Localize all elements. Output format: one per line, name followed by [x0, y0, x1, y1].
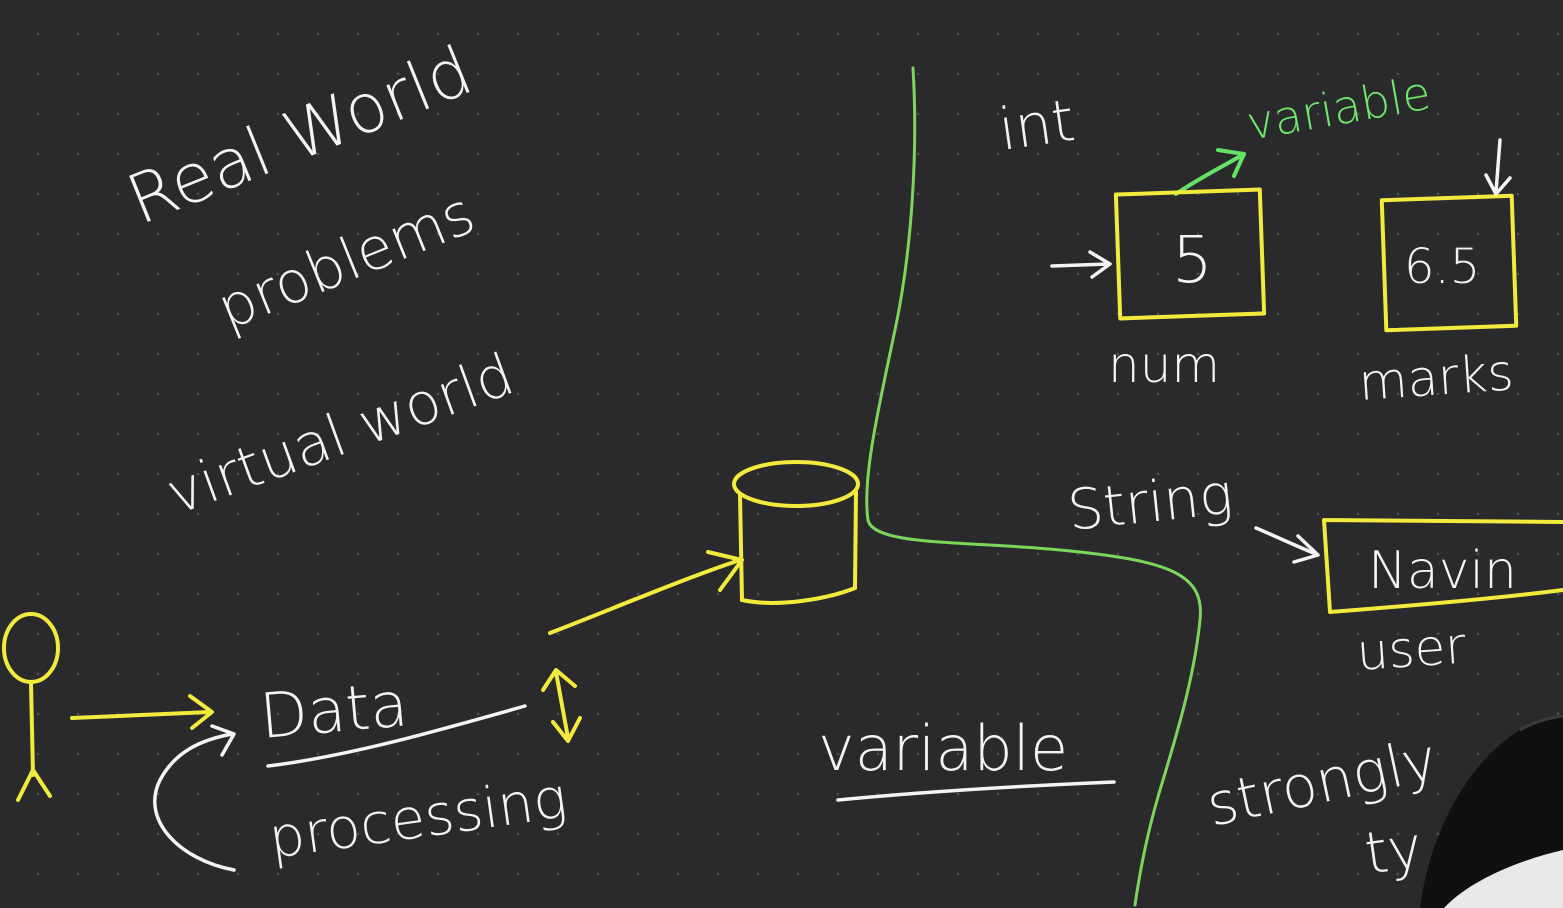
database-icon [732, 460, 860, 605]
virtual-world-text: virtual world [158, 340, 523, 528]
presenter-silhouette [1420, 714, 1563, 908]
string-box [1322, 518, 1563, 614]
arrow-to-database-icon [548, 550, 744, 635]
typed-fragment-text: ty [1360, 813, 1426, 888]
variable-underline [836, 780, 1116, 802]
user-figure-icon [2, 612, 60, 802]
processing-text: processing [265, 766, 571, 872]
arrow-into-num-icon [1050, 250, 1112, 279]
marks-box [1379, 193, 1519, 333]
data-underline [266, 704, 527, 768]
bidirectional-arrow-icon [541, 668, 582, 743]
string-value-text: Navin [1368, 541, 1517, 601]
green-arrow-icon [1174, 148, 1246, 196]
problems-text: problems [208, 179, 484, 343]
num-box [1113, 187, 1267, 321]
arrow-to-data-icon [70, 694, 214, 730]
string-text: String [1065, 462, 1236, 544]
marks-name-text: marks [1357, 343, 1516, 412]
variable-tag-text: variable [1243, 65, 1435, 150]
variable-center-text: variable [818, 712, 1068, 785]
feedback-loop-arrow-icon [153, 724, 236, 872]
marks-value-text: 6.5 [1404, 239, 1480, 295]
string-name-text: user [1355, 616, 1468, 681]
data-text: Data [257, 667, 411, 753]
num-name-text: num [1108, 336, 1220, 394]
arrow-into-marks-icon [1484, 138, 1512, 196]
real-world-text-group: Real World problems virtual world [117, 32, 523, 529]
num-value-text: 5 [1172, 224, 1213, 298]
divider-curve [865, 66, 1202, 907]
int-text: int [994, 86, 1078, 164]
arrow-to-string-box-icon [1254, 526, 1320, 564]
